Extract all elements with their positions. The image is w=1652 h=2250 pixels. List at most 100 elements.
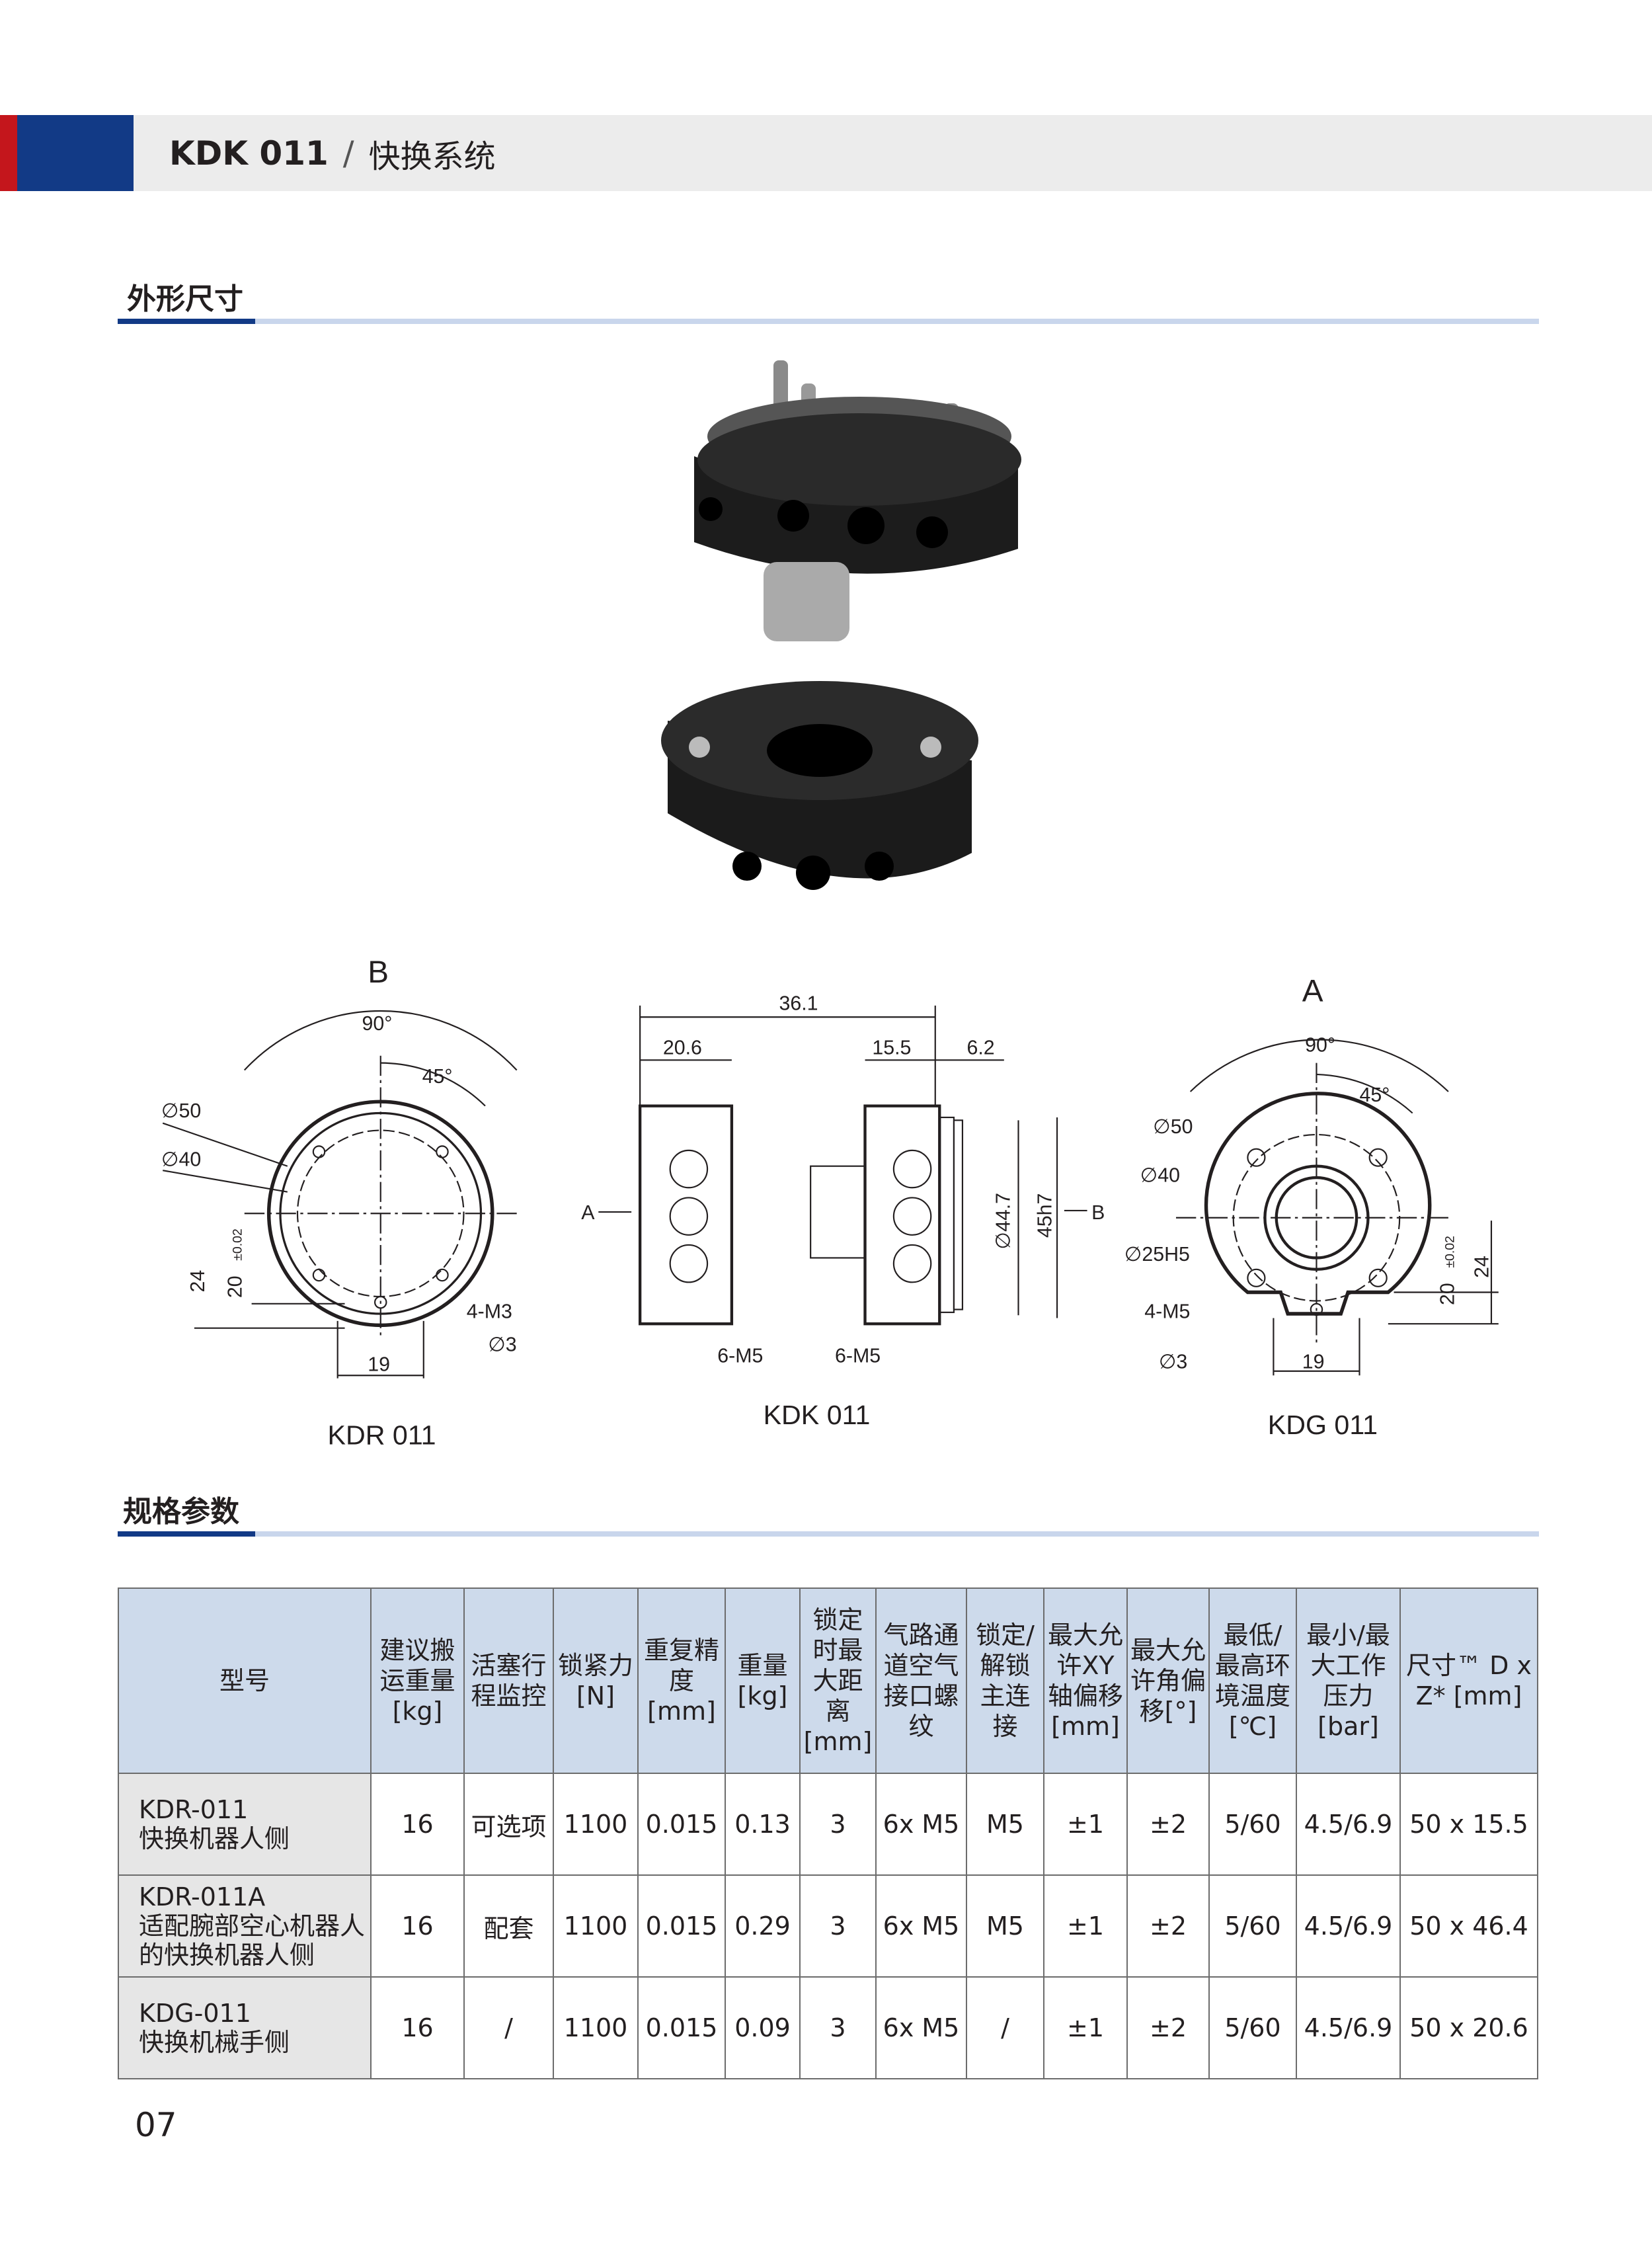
table-cell: 可选项 (463, 1773, 554, 1876)
view-arrow-a: A (581, 1202, 595, 1224)
blue-accent (17, 115, 134, 191)
dim-d40: ∅40 (161, 1149, 201, 1171)
table-cell: 16 (370, 1874, 465, 1978)
table-cell: 1100 (553, 1976, 639, 2079)
dim-h20: 20 (1437, 1283, 1459, 1305)
col-header: 气路通道空气接口螺纹 (875, 1587, 967, 1774)
table-cell: 0.015 (637, 1976, 726, 2079)
dim-d50: ∅50 (1153, 1116, 1193, 1138)
table-cell: 0.015 (637, 1874, 726, 1978)
page-number: 07 (135, 2106, 177, 2144)
table-cell: ±2 (1126, 1773, 1210, 1876)
col-header: 锁定时最大距离[mm] (799, 1587, 877, 1774)
col-header: 重复精度[mm] (637, 1587, 726, 1774)
table-cell: 4.5/6.9 (1296, 1976, 1401, 2079)
model-code: KDG-011 (139, 1999, 251, 2028)
dim-4m3: 4-M3 (467, 1301, 512, 1323)
col-header: 重量[kg] (725, 1587, 801, 1774)
section-rule (118, 319, 1539, 324)
table-cell: 0.09 (725, 1976, 801, 2079)
col-header: 活塞行程监控 (463, 1587, 554, 1774)
header-bar: KDK 011 / 快换系统 (0, 115, 1652, 191)
table-cell: 6x M5 (875, 1874, 967, 1978)
table-cell: 50 x 20.6 (1399, 1976, 1538, 2079)
product-photo (661, 360, 1021, 890)
table-cell: 50 x 15.5 (1399, 1773, 1538, 1876)
dim-d25h5: ∅25H5 (1124, 1244, 1190, 1266)
table-cell: 50 x 46.4 (1399, 1874, 1538, 1978)
drawing-kdg011: A 90° 45° ∅50 ∅40 ∅25H5 4-M5 ∅3 19 20 ±0… (1124, 973, 1499, 1440)
table-cell: 16 (370, 1976, 465, 2079)
dim-total: 36.1 (779, 992, 818, 1014)
drawing-kdk011: 36.1 20.6 15.5 6.2 ∅44.7 45h7 A B 6-M5 6… (581, 992, 1105, 1430)
view-label-a: A (1302, 973, 1323, 1008)
product-title: KDK 011 (169, 134, 329, 173)
dim-d447: ∅44.7 (992, 1193, 1014, 1250)
table-cell: 0.13 (725, 1773, 801, 1876)
table-header-row: 型号 建议搬运重量[kg] 活塞行程监控 锁紧力[N] 重复精度[mm] 重量[… (118, 1587, 1538, 1774)
table-cell: ±2 (1126, 1976, 1210, 2079)
drawing-label-kdg011: KDG 011 (1268, 1410, 1378, 1440)
table-cell: 5/60 (1208, 1773, 1297, 1876)
table-cell: 5/60 (1208, 1976, 1297, 2079)
table-cell: 0.015 (637, 1773, 726, 1876)
table-cell: 4.5/6.9 (1296, 1874, 1401, 1978)
dim-w3: 6.2 (966, 1037, 994, 1059)
dim-angle-45: 45° (1359, 1084, 1390, 1106)
dim-w2: 15.5 (872, 1037, 911, 1059)
model-desc: 适配腕部空心机器人的快换机器人侧 (139, 1911, 366, 1970)
table-cell: 1100 (553, 1874, 639, 1978)
table-cell: 3 (799, 1773, 877, 1876)
dim-w19: 19 (368, 1354, 390, 1376)
table-cell: 1100 (553, 1773, 639, 1876)
table-cell: 4.5/6.9 (1296, 1773, 1401, 1876)
section-rule (118, 1531, 1539, 1537)
dim-h20: 20 (224, 1275, 246, 1298)
table-cell: / (463, 1976, 554, 2079)
dim-6m5-right: 6-M5 (835, 1346, 881, 1367)
dim-w19: 19 (1302, 1351, 1325, 1373)
view-arrow-b: B (1091, 1202, 1105, 1224)
technical-drawings: B 90° 45° ∅50 ∅40 24 20 ±0.02 4-M3 ∅3 19… (161, 955, 1499, 1450)
model-desc: 快换机器人侧 (139, 1824, 290, 1853)
section-title-dimensions: 外形尺寸 (127, 282, 243, 316)
dim-d50: ∅50 (161, 1100, 201, 1122)
table-cell: ±1 (1043, 1976, 1128, 2079)
drawing-kdr011: B 90° 45° ∅50 ∅40 24 20 ±0.02 4-M3 ∅3 19… (161, 955, 518, 1450)
dim-6m5-left: 6-M5 (717, 1346, 763, 1367)
table-cell: 3 (799, 1976, 877, 2079)
header-title: KDK 011 / 快换系统 (169, 115, 496, 191)
col-header: 尺寸™ D x Z* [mm] (1399, 1587, 1538, 1774)
table-cell: M5 (966, 1874, 1044, 1978)
table-cell: ±2 (1126, 1874, 1210, 1978)
dim-d40: ∅40 (1140, 1165, 1180, 1187)
dim-angle-90: 90° (1305, 1034, 1335, 1056)
dim-w1: 20.6 (663, 1037, 702, 1059)
red-accent (0, 115, 17, 191)
drawing-label-kdk011: KDK 011 (764, 1400, 871, 1430)
table-cell: 5/60 (1208, 1874, 1297, 1978)
section-title-specs: 规格参数 (123, 1495, 239, 1529)
col-header: 建议搬运重量[kg] (370, 1587, 465, 1774)
dim-d3: ∅3 (488, 1334, 516, 1355)
col-header: 锁定/解锁主连接 (966, 1587, 1044, 1774)
drawing-label-kdr011: KDR 011 (328, 1420, 436, 1450)
table-cell: / (966, 1976, 1044, 2079)
dim-h24: 24 (1472, 1256, 1493, 1278)
col-header: 最低/最高环境温度[℃] (1208, 1587, 1297, 1774)
dim-d3: ∅3 (1159, 1351, 1187, 1373)
table-cell: 16 (370, 1773, 465, 1876)
col-header: 型号 (118, 1587, 372, 1774)
col-header: 最大允许XY轴偏移[mm] (1043, 1587, 1128, 1774)
table-cell: 配套 (463, 1874, 554, 1978)
dim-angle-45: 45° (422, 1066, 453, 1088)
view-label-b: B (368, 955, 389, 990)
model-desc: 快换机械手侧 (139, 2028, 290, 2057)
spec-table: 型号 建议搬运重量[kg] 活塞行程监控 锁紧力[N] 重复精度[mm] 重量[… (118, 1587, 1538, 2079)
